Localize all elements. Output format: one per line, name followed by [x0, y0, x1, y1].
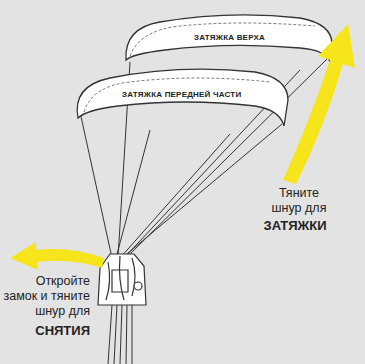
release-arrow [10, 242, 104, 270]
top-canopy [126, 15, 332, 62]
instruction-text: Тяните шнур для [266, 186, 332, 216]
cord-ends [108, 305, 132, 364]
action-word: СНЯТИЯ [2, 323, 90, 338]
pull-arrow [283, 24, 355, 184]
canopy-label: ЗАТЯЖКА ВЕРХА [194, 30, 265, 45]
canopy-label: ЗАТЯЖКА ПЕРЕДНЕЙ ЧАСТИ [122, 87, 241, 102]
action-word: ЗАТЯЖКИ [250, 218, 340, 233]
front-canopy [77, 69, 288, 126]
instruction-text: Откройте замок и тяните шнур для [2, 274, 90, 319]
cord-lock [98, 254, 146, 305]
